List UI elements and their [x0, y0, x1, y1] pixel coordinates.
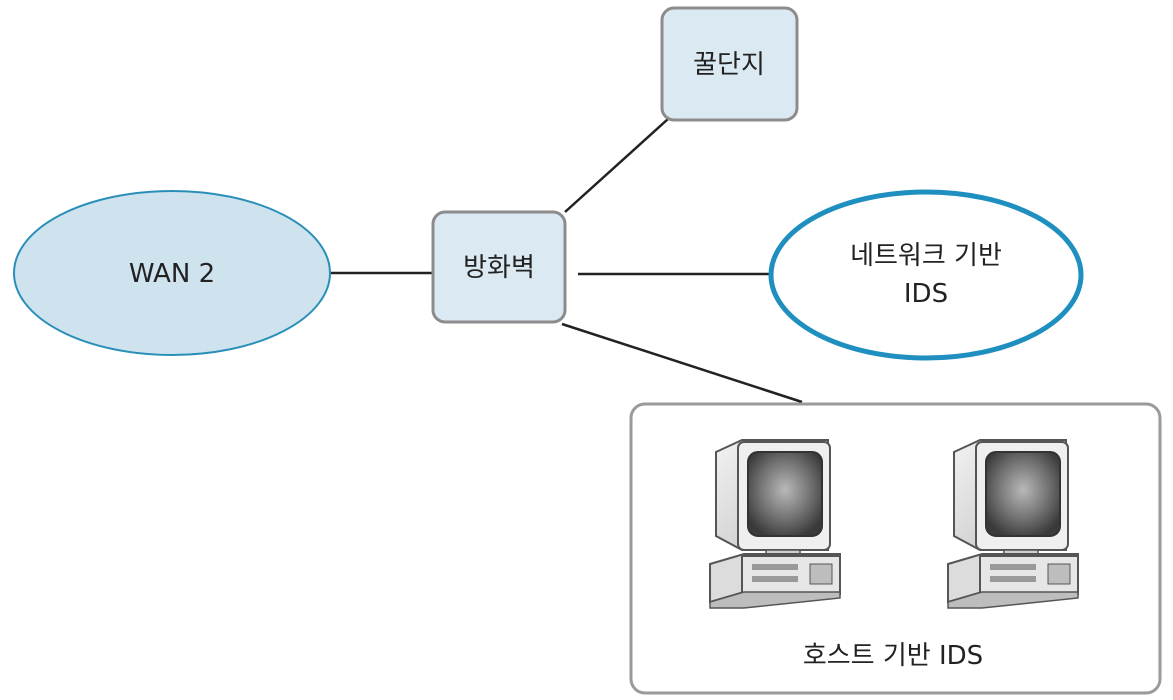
computer-icon [947, 439, 1079, 609]
honeypot-label: 꿀단지 [693, 50, 765, 80]
honeypot-node: 꿀단지 [660, 6, 799, 122]
firewall-box [431, 210, 567, 324]
host-ids-label: 호스트 기반 IDS [803, 641, 983, 671]
computer-icon [709, 439, 841, 609]
link-firewall-host-ids [561, 322, 803, 404]
wan-label: WAN 2 [129, 259, 215, 289]
link-firewall-honeypot [564, 118, 669, 213]
honeypot-box [660, 6, 799, 122]
host-ids-group: 호스트 기반 IDS [629, 402, 1162, 695]
network-ids-label-line2: IDS [904, 279, 948, 309]
network-ids-ellipse [768, 189, 1084, 361]
wan-ellipse [13, 190, 331, 356]
firewall-node: 방화벽 [431, 210, 567, 324]
network-ids-node: 네트워크 기반 IDS [768, 189, 1084, 361]
firewall-label: 방화벽 [463, 253, 535, 283]
network-ids-label-line1: 네트워크 기반 [850, 241, 1002, 271]
wan-node: WAN 2 [13, 190, 331, 356]
